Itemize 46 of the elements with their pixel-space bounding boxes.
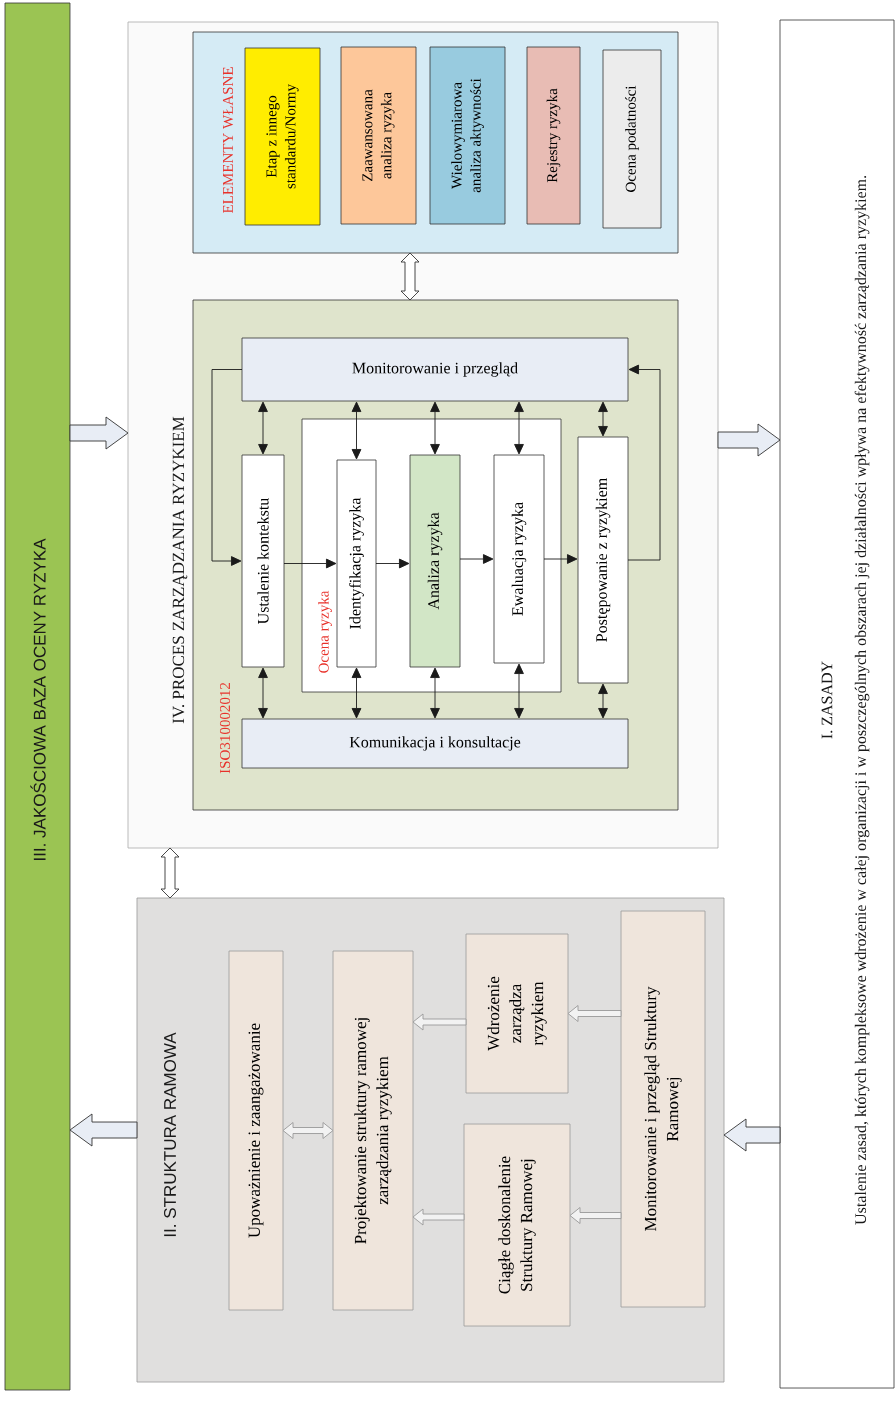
- band: III. JAKOŚCIOWA BAZA OCENY RYZYKA: [4, 2, 71, 1391]
- arrow: [430, 667, 440, 719]
- block-arrow: [723, 1118, 781, 1152]
- process-box: Ustalenie kontekstu: [241, 454, 285, 668]
- arrow: [514, 401, 524, 455]
- element-box: Ocena podatności: [602, 49, 662, 229]
- block-arrow: [69, 1113, 138, 1147]
- arrow: [375, 558, 410, 569]
- arrow: [283, 558, 337, 569]
- arrow: [351, 401, 362, 460]
- process-box: Postępowanie z ryzykiem: [577, 436, 629, 684]
- arrow: [258, 667, 268, 719]
- element-box: Etap z innego standardu/Normy: [244, 47, 321, 226]
- element-box: Rejestry ryzyka: [526, 46, 581, 225]
- block-arrow: [400, 252, 420, 301]
- element-box: Zaawansowana analiza ryzyka: [340, 46, 417, 225]
- process-box: Komunikacja i konsultacje: [241, 718, 629, 769]
- arrow: [598, 401, 608, 437]
- arrow: [430, 401, 440, 455]
- arrow: [351, 667, 362, 719]
- arrow: [543, 554, 578, 564]
- arrow: [459, 554, 494, 564]
- block-arrow: [569, 1207, 622, 1224]
- arrow: [627, 364, 661, 561]
- block-arrow: [282, 1122, 334, 1139]
- block-arrow: [69, 416, 129, 450]
- framework-box: Monitorowanie i przegląd Struktury Ramowej: [620, 910, 706, 1308]
- process-box: Monitorowanie i przegląd: [241, 337, 629, 402]
- block-arrow: [717, 423, 781, 457]
- block-arrow: [412, 1013, 467, 1031]
- process-box: Identyfikacja ryzyka: [336, 459, 377, 668]
- framework-box: Ciągłe doskonalenie Struktury Ramowej: [463, 1123, 571, 1327]
- framework-box: Wdrożenie zarządza ryzykiem: [465, 933, 569, 1094]
- framework-box: Upoważnienie i zaangażowanie: [228, 950, 284, 1311]
- framework-box: Projektowanie struktury ramowej zarządzania ryzykiem: [332, 950, 414, 1311]
- element-box: Wielowymiarowa analiza aktywności: [429, 46, 506, 225]
- arrow: [514, 663, 524, 719]
- principles-box: I. ZASADY Ustalenie zasad, których kompleksowe wdrożenie w całej organizacji i w poszczególnych obszarach jej działalności wpływa na efektywność zarządzania ryzykiem.: [779, 19, 895, 1389]
- arrow: [211, 369, 243, 566]
- block-arrow: [412, 1208, 465, 1226]
- arrow: [258, 401, 268, 455]
- process-box: Analiza ryzyka: [409, 454, 461, 668]
- arrow: [598, 683, 608, 719]
- process-box: Ewaluacja ryzyka: [493, 454, 545, 664]
- block-arrow: [567, 1005, 622, 1022]
- block-arrow: [160, 847, 180, 899]
